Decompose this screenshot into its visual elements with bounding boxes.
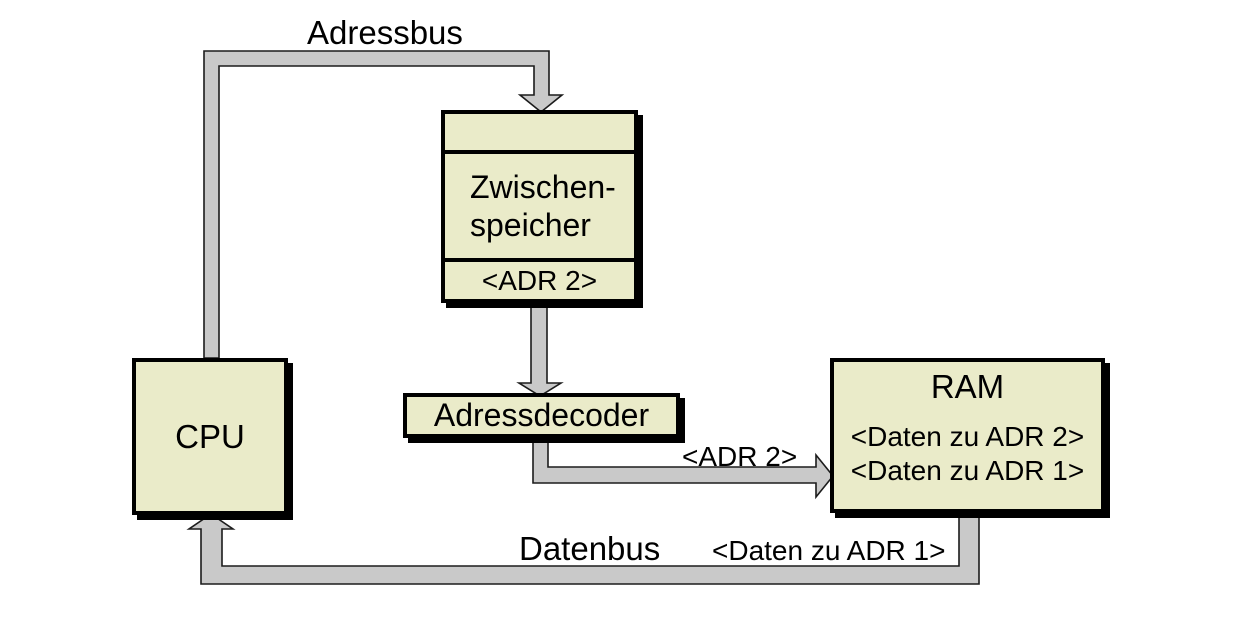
adressdecoder-box: Adressdecoder	[403, 393, 680, 438]
zwischenspeicher-adr2-slot: <ADR 2>	[445, 258, 634, 299]
cpu-box: CPU	[132, 358, 288, 515]
zwischenspeicher-to-adressdecoder-arrow	[516, 300, 564, 397]
adressdecoder-label: Adressdecoder	[433, 397, 650, 433]
adressbus-label: Adressbus	[307, 14, 463, 51]
ram-title: RAM	[930, 368, 1005, 405]
adr2-bus-label: <ADR 2>	[682, 441, 798, 472]
ram-entry-adr2: <Daten zu ADR 2>	[850, 421, 1085, 452]
datenbus-arrow	[186, 512, 980, 585]
zwischenspeicher-adr2-value: <ADR 2>	[481, 264, 598, 296]
zwischenspeicher-empty-slot	[445, 114, 634, 154]
ram-entry-adr1: <Daten zu ADR 1>	[850, 455, 1085, 486]
cpu-label: CPU	[175, 417, 245, 455]
ram-box: RAM <Daten zu ADR 2> <Daten zu ADR 1>	[830, 358, 1105, 513]
zwischenspeicher-label: Zwischen- speicher	[445, 154, 634, 258]
zwischenspeicher-label-line2: speicher	[470, 207, 591, 243]
datenbus-label: Datenbus	[519, 530, 661, 567]
zwischenspeicher-box: Zwischen- speicher <ADR 2>	[441, 110, 638, 303]
zwischenspeicher-label-line1: Zwischen-	[470, 169, 616, 205]
adressdecoder-to-ram-arrow	[532, 435, 835, 500]
daten-zu-adr1-bus-label: <Daten zu ADR 1>	[712, 535, 946, 566]
adressbus-arrow	[203, 50, 565, 359]
